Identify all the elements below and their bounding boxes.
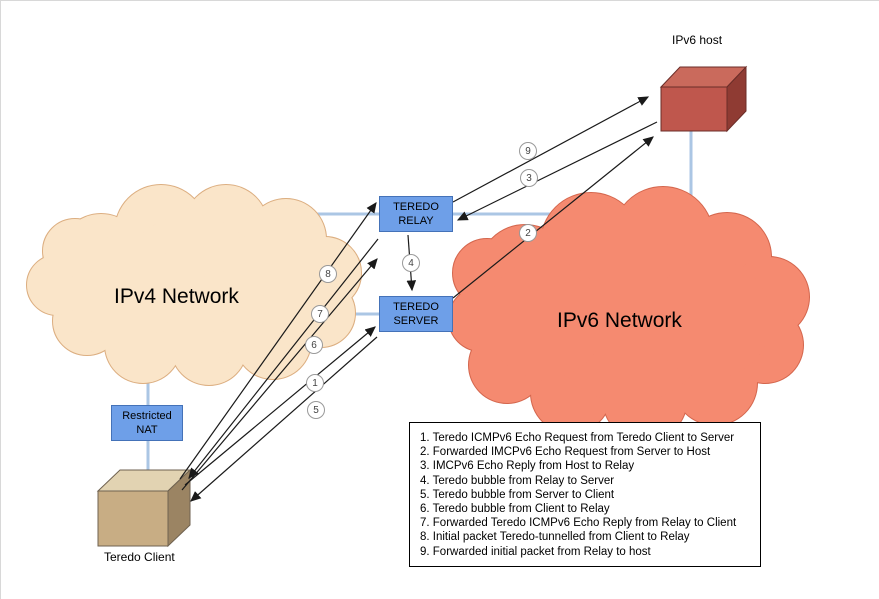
legend-box: 1. Teredo ICMPv6 Echo Request from Tered… (409, 422, 761, 567)
teredo-relay-label-line1: TEREDO (393, 200, 439, 213)
step-marker-8: 8 (319, 265, 337, 283)
flow-arrows (179, 96, 658, 502)
arrow-8-client-to-relay (179, 202, 377, 480)
teredo-client-label: Teredo Client (104, 550, 175, 564)
restricted-nat-label-line1: Restricted (122, 409, 172, 422)
arrow-5-server-to-client (190, 336, 378, 502)
step-marker-6: 6 (305, 336, 323, 354)
arrow-7-relay-to-client (188, 238, 379, 479)
ipv4-network-label: IPv4 Network (114, 285, 239, 308)
legend-item-3: 3. IMCPv6 Echo Reply from Host to Relay (420, 460, 635, 473)
legend-item-6: 6. Teredo bubble from Client to Relay (420, 503, 610, 516)
step-marker-2: 2 (519, 224, 537, 242)
step-marker-3: 3 (520, 169, 538, 187)
legend-item-2: 2. Forwarded IMCPv6 Echo Request from Se… (420, 446, 711, 459)
legend-item-1: 1. Teredo ICMPv6 Echo Request from Tered… (420, 432, 735, 444)
legend-item-7: 7. Forwarded Teredo ICMPv6 Echo Reply fr… (420, 517, 737, 530)
arrow-9-relay-to-host (452, 96, 650, 203)
ipv6-host-cube (659, 65, 748, 133)
arrow-3-host-to-relay (456, 121, 658, 221)
arrow-6-client-to-relay (181, 258, 378, 491)
restricted-nat-label-line2: NAT (136, 424, 158, 436)
ipv6-network-label: IPv6 Network (557, 309, 682, 332)
step-marker-4: 4 (402, 254, 420, 272)
ipv6-host-label: IPv6 host (672, 33, 723, 47)
teredo-server-box: TEREDO SERVER (379, 296, 453, 332)
legend-item-8: 8. Initial packet Teredo-tunnelled from … (420, 531, 690, 544)
legend-item-4: 4. Teredo bubble from Relay to Server (420, 474, 615, 487)
teredo-client-cube (96, 468, 192, 548)
step-marker-7: 7 (311, 305, 329, 323)
step-marker-5: 5 (307, 401, 325, 419)
legend-item-9: 9. Forwarded initial packet from Relay t… (420, 545, 651, 558)
teredo-server-label-line2: SERVER (393, 315, 439, 327)
restricted-nat-box: Restricted NAT (111, 405, 183, 441)
legend-item-5: 5. Teredo bubble from Server to Client (420, 488, 615, 501)
teredo-relay-label-line2: RELAY (398, 215, 434, 227)
arrow-1-client-to-server (184, 326, 376, 486)
teredo-server-label-line1: TEREDO (393, 300, 439, 313)
step-marker-1: 1 (306, 374, 324, 392)
teredo-relay-box: TEREDO RELAY (379, 196, 453, 232)
arrow-2-server-to-host (452, 136, 654, 299)
step-marker-9: 9 (519, 142, 537, 160)
